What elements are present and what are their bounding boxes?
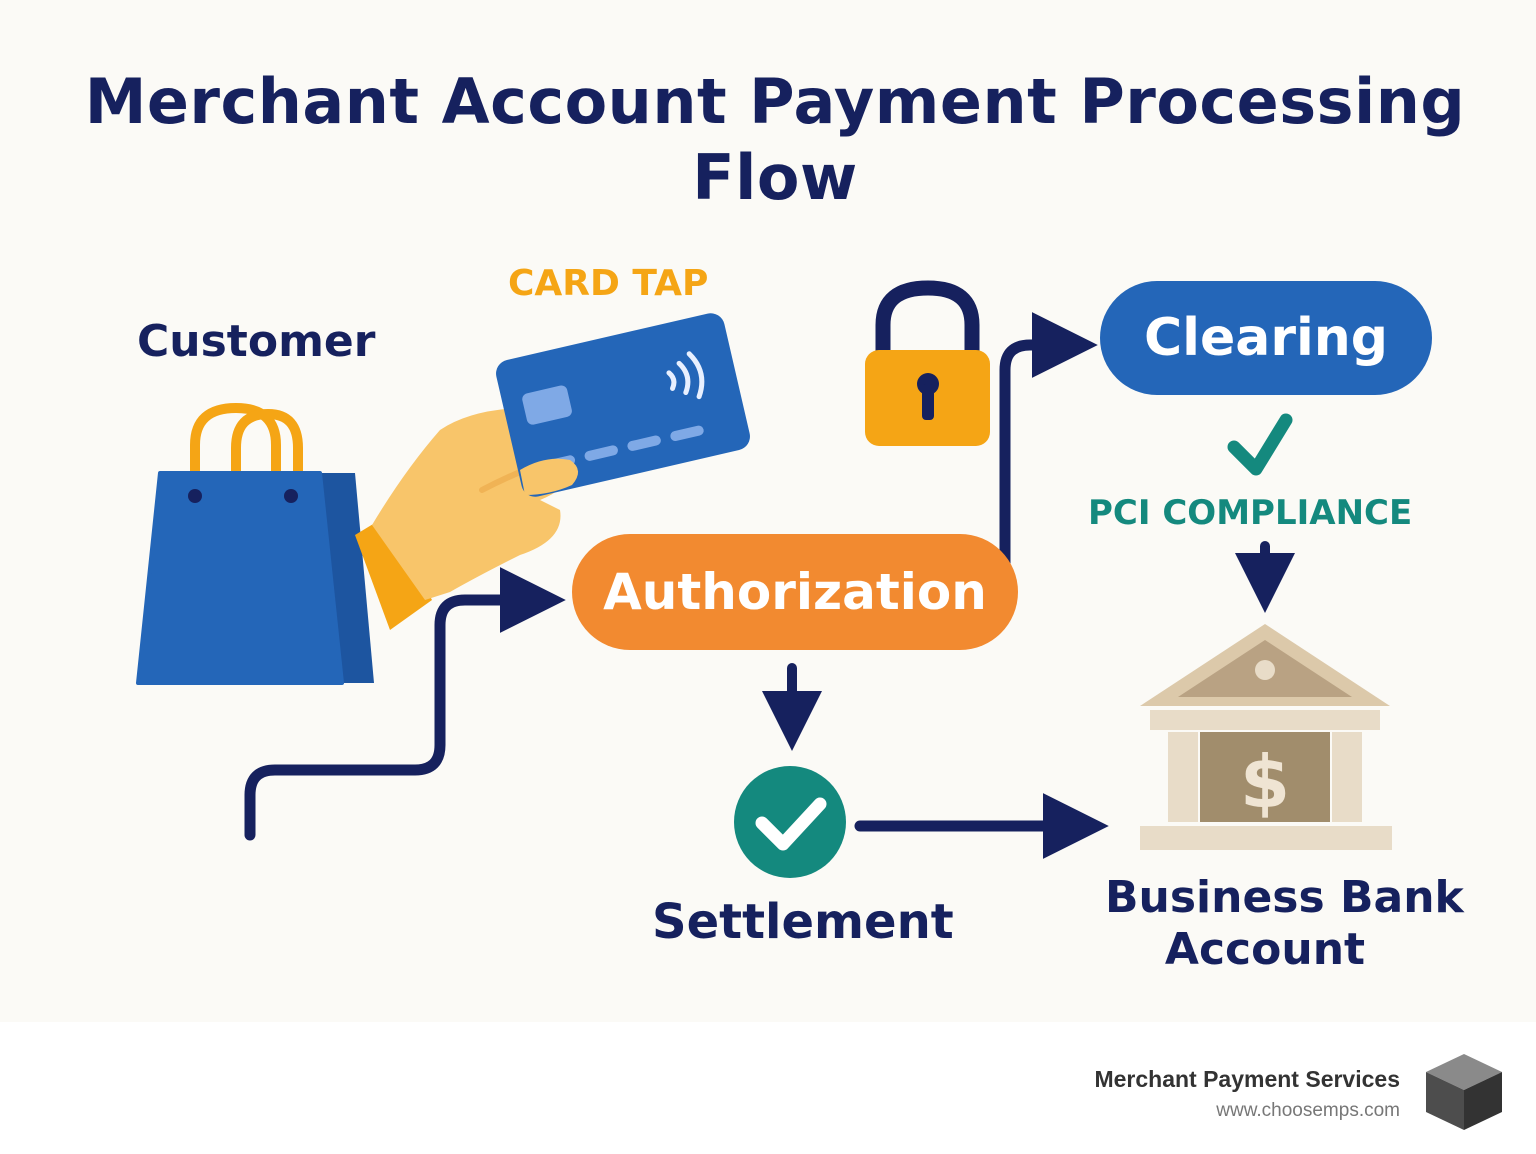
bank-label-line1: Business Bank	[1105, 872, 1464, 923]
footer-brand: Merchant Payment Services	[1094, 1066, 1400, 1092]
arrow-customer-to-authorization	[244, 567, 566, 841]
shopping-bag-icon	[136, 402, 374, 685]
pci-compliance-label: PCI COMPLIANCE	[1088, 493, 1413, 533]
settlement-label: Settlement	[652, 894, 954, 950]
credit-card-icon	[496, 313, 750, 497]
bank-label-line2: Account	[1164, 924, 1366, 975]
diagram-artwork: $	[136, 280, 1392, 878]
checkmark-icon	[1227, 413, 1293, 476]
diagram-title: Merchant Account Payment Processing Flow	[84, 65, 1466, 214]
contactless-icon	[666, 351, 705, 400]
check-circle-icon	[734, 766, 846, 878]
footer-url: www.choosemps.com	[1216, 1100, 1400, 1121]
padlock-icon	[865, 280, 990, 446]
customer-label: Customer	[137, 316, 376, 367]
diagram-canvas: Merchant Account Payment Processing Flow	[84, 65, 1466, 975]
clearing-label: Clearing	[1143, 308, 1389, 368]
footer: Merchant Payment Services www.choosemps.…	[0, 1022, 1536, 1154]
cube-logo-icon	[1426, 1054, 1502, 1130]
bank-icon: $	[1140, 624, 1392, 850]
authorization-node: Authorization	[572, 534, 1018, 650]
authorization-label: Authorization	[603, 563, 987, 621]
dollar-icon: $	[1240, 740, 1290, 824]
card-tap-label: CARD TAP	[508, 263, 709, 304]
clearing-node: Clearing	[1100, 281, 1432, 395]
arrow-authorization-to-clearing	[999, 312, 1098, 571]
